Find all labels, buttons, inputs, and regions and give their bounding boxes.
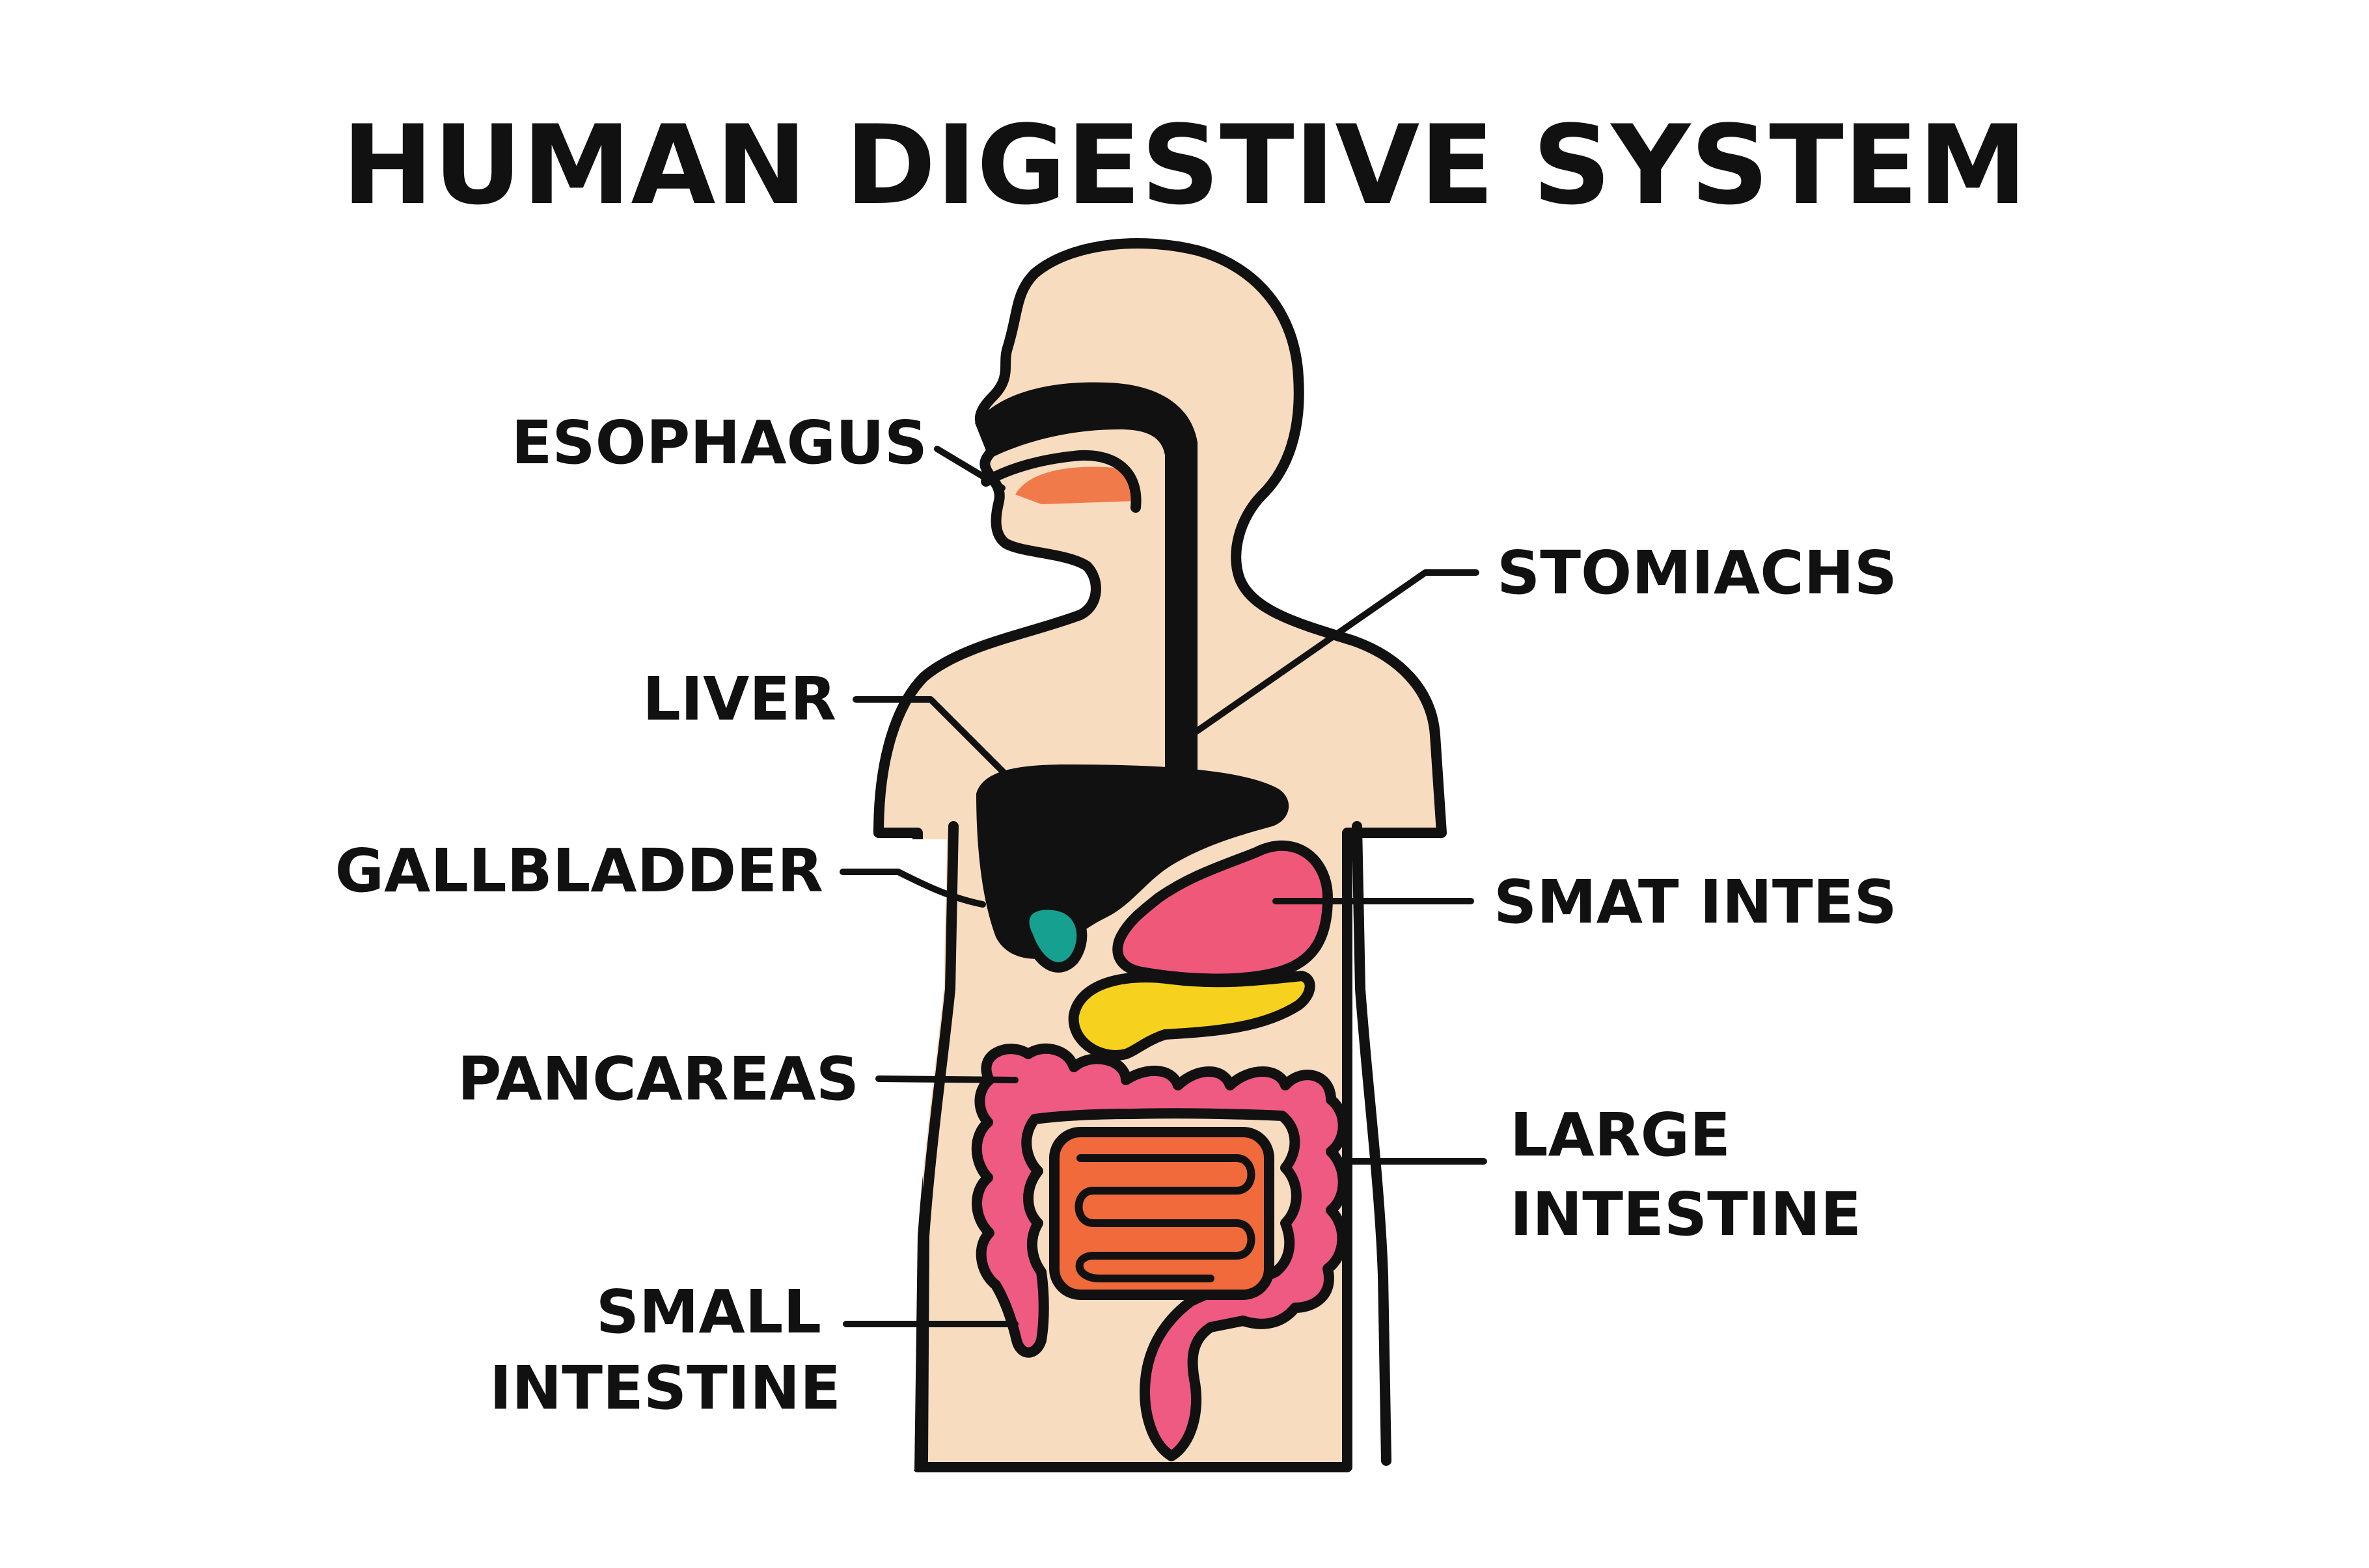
small-intes-short-label: SMAT INTES	[1494, 867, 1897, 937]
gallbladder-leader	[840, 869, 986, 908]
large-intestine-label-line1: LARGE	[1510, 1100, 1731, 1170]
left-torso-line	[918, 821, 959, 1466]
esophagus-leader	[934, 446, 1006, 491]
small-intestine-coil-5	[1075, 1252, 1214, 1282]
gallbladder	[1019, 899, 1088, 973]
small-intestine-label-line1: SMALL	[596, 1277, 821, 1347]
stomach	[1112, 840, 1333, 984]
mouth-and-esophagus	[975, 382, 1198, 774]
oral-cavity	[975, 382, 1198, 774]
small-intestine-coil-3	[1075, 1187, 1240, 1227]
pancreas	[1068, 971, 1315, 1061]
right-torso-line	[1352, 821, 1391, 1466]
large-intestine-body	[971, 1043, 1349, 1461]
large-intestine-label-line2: INTESTINE	[1510, 1180, 1861, 1249]
esophagus-label: ESOPHAGUS	[512, 408, 927, 478]
left-arm-gap	[880, 839, 947, 1470]
leader-lines	[840, 446, 1487, 1327]
right-arm-gap	[1365, 839, 1438, 1470]
small-intestine-label-line2: INTESTINE	[489, 1353, 841, 1423]
jaw-line	[981, 450, 1142, 513]
pancreas-label: PANCAREAS	[458, 1044, 859, 1114]
small-intestine-coil-4	[1089, 1219, 1255, 1260]
diagram-title: HUMAN DIGESTIVE SYSTEM	[342, 101, 2027, 229]
small-intestine	[1049, 1127, 1274, 1300]
labels: ESOPHAGUS LIVER GALLBLADDER PANCAREAS SM…	[335, 408, 1897, 1423]
tongue	[1015, 466, 1138, 504]
small-intestine-coil-2	[1089, 1154, 1255, 1195]
liver-leader	[853, 696, 1009, 777]
stomach-leader	[1188, 569, 1479, 738]
large-intestine	[971, 1043, 1349, 1461]
pancreas-leader	[875, 1075, 1019, 1083]
gallbladder-label: GALLBLADDER	[335, 836, 823, 906]
stomach-label: STOMIACHS	[1497, 538, 1897, 608]
liver-label: LIVER	[642, 664, 836, 734]
